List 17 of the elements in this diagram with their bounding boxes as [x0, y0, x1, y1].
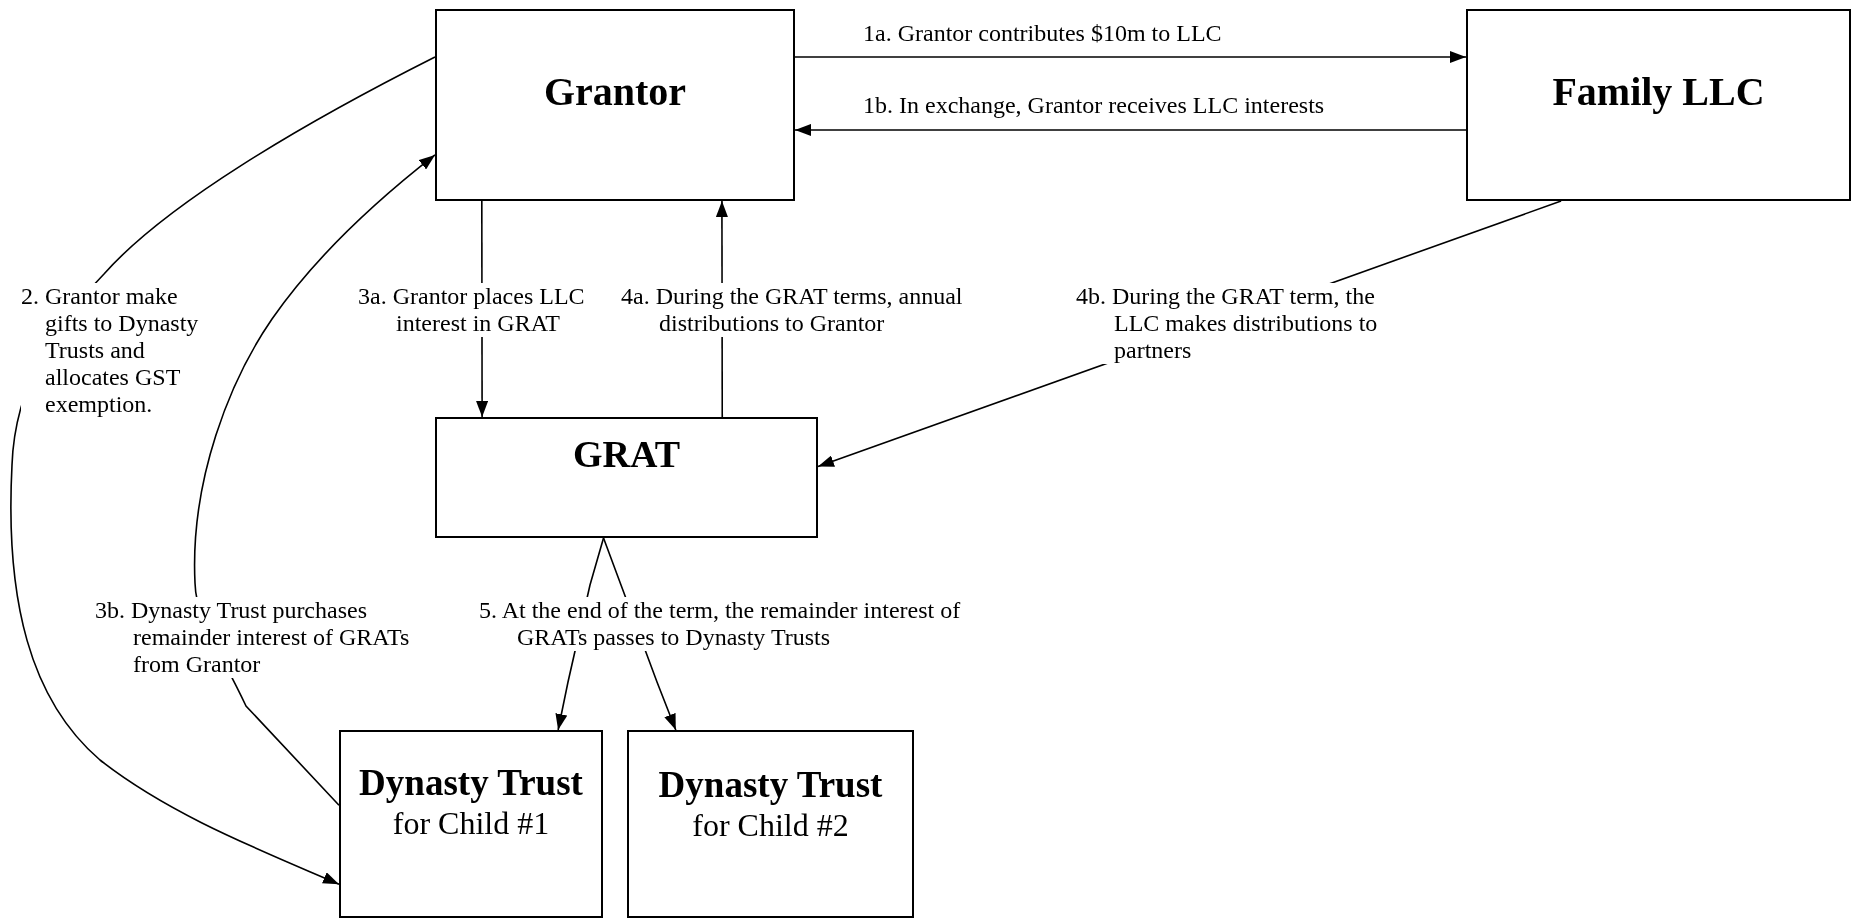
box-subtitle: for Child #2	[692, 806, 849, 844]
box-title: Dynasty Trust	[658, 764, 883, 807]
arrow	[794, 51, 1467, 63]
box-title: Dynasty Trust	[359, 762, 583, 805]
box-title: Family LLC	[1552, 69, 1765, 115]
box-subtitle: for Child #1	[392, 804, 550, 842]
edge-label: 1b. In exchange, Grantor receives LLC interests	[863, 92, 1325, 119]
process-box	[339, 730, 603, 918]
box-title: Grantor	[543, 69, 687, 115]
process-box	[627, 730, 914, 918]
process-box	[435, 9, 795, 201]
box-title: GRAT	[573, 433, 680, 477]
process-box	[1466, 9, 1851, 201]
edge-label: 1a. Grantor contributes $10m to LLC	[863, 20, 1222, 47]
arrow	[193, 154, 436, 806]
arrow	[794, 123, 1467, 136]
process-box	[435, 417, 818, 538]
